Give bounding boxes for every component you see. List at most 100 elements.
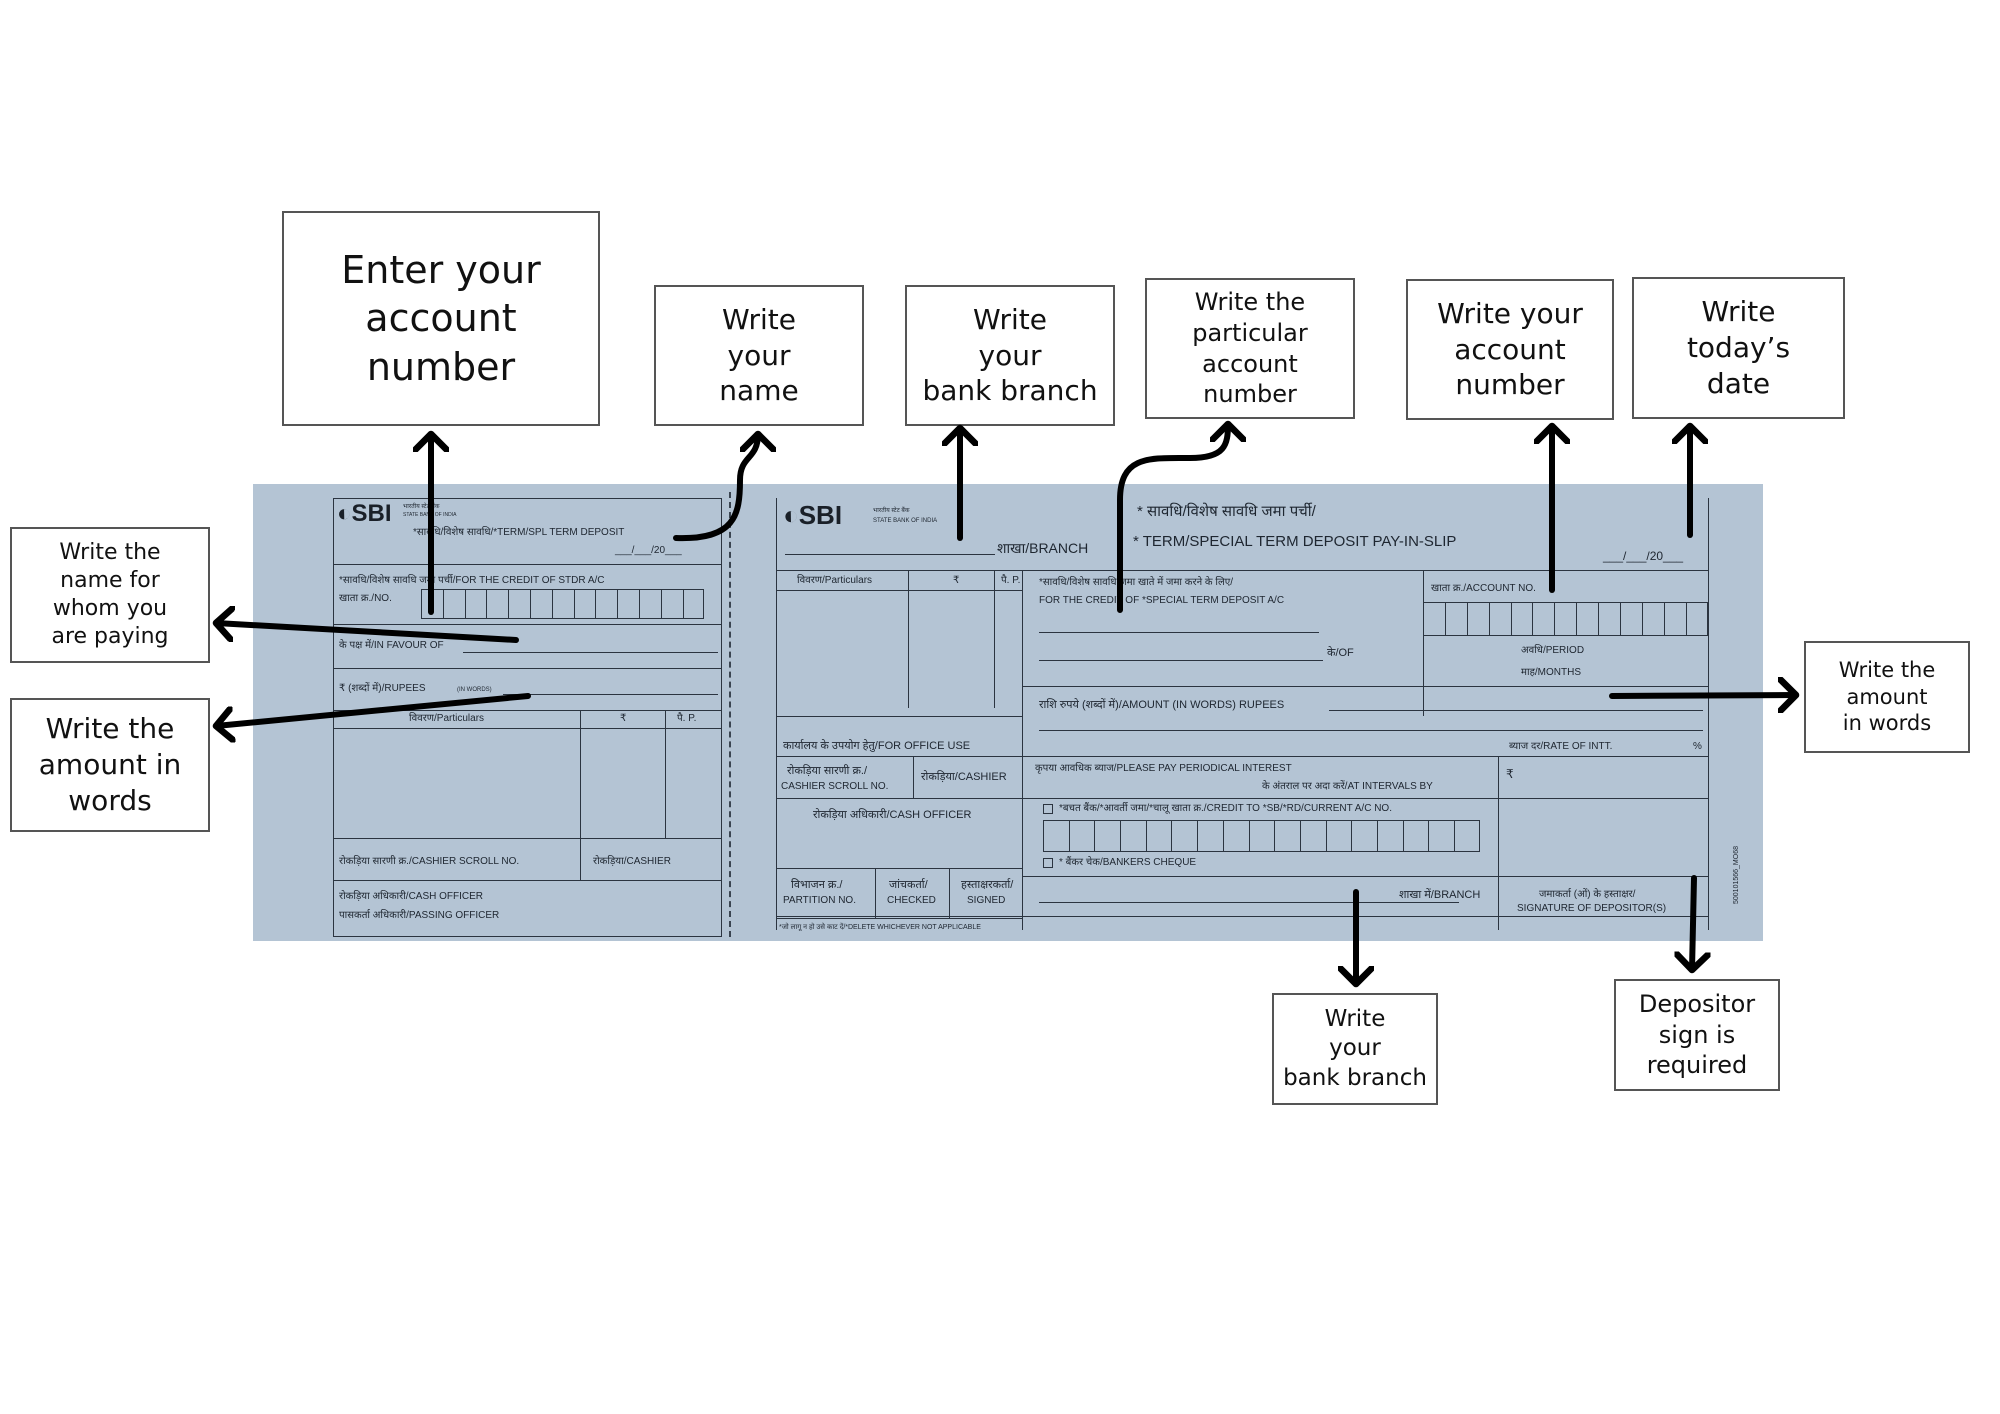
slip-rate-percent: %: [1693, 741, 1702, 752]
slip-bank-name-hi: भारतीय स्टेट बैंक: [873, 508, 910, 514]
slip-divider: [1022, 798, 1709, 799]
counterfoil-divider: [333, 624, 722, 625]
slip-office-use: कार्यालय के उपयोग हेतु/FOR OFFICE USE: [783, 740, 971, 752]
callout-line: required: [1646, 1051, 1748, 1080]
of-write-line[interactable]: [1039, 660, 1323, 661]
callout-line: Write the: [1838, 657, 1936, 682]
slip-date-field[interactable]: ___/___/20___: [1603, 549, 1684, 563]
logo-text: SBI: [798, 500, 843, 530]
slip-sbi-logo: ◐SBI: [783, 502, 842, 528]
branch-bottom-write-line[interactable]: [1039, 902, 1459, 903]
slip-bank-name-en: STATE BANK OF INDIA: [873, 518, 938, 524]
arrow-to-depositor-sign: [1692, 875, 1694, 970]
slip-col-divider: [994, 570, 995, 708]
counterfoil-date-field[interactable]: ___/___/20___: [615, 545, 682, 556]
counterfoil-cashier: रोकड़िया/CASHIER: [593, 856, 671, 867]
counterfoil-divider: [333, 564, 722, 565]
callout-line: are paying: [51, 624, 169, 650]
credit-write-line[interactable]: [1039, 632, 1319, 633]
counterfoil-credit-line: *सावधि/विशेष सावधि जमा पर्ची/FOR THE CRE…: [339, 575, 605, 586]
slip-checked-en: CHECKED: [887, 895, 936, 906]
counterfoil-account-number-boxes[interactable]: [421, 589, 705, 619]
arrow-to-amount-words-right: [1609, 695, 1796, 696]
callout-line: account: [1202, 349, 1298, 378]
slip-account-no-label: खाता क्र./ACCOUNT NO.: [1431, 583, 1536, 594]
logo-text: SBI: [351, 500, 392, 527]
callout-line: amount in: [38, 748, 182, 782]
counterfoil-account-label: खाता क्र./NO.: [339, 593, 392, 604]
branch-write-line[interactable]: [785, 554, 995, 555]
slip-period-label: अवधि/PERIOD: [1521, 645, 1585, 656]
counterfoil-favour-label: के पक्ष में/IN FAVOUR OF: [339, 640, 444, 651]
slip-credit-hi: *सावधि/विशेष सावधि जमा खाते में जमा करने…: [1039, 577, 1234, 588]
counterfoil-rs-header: ₹: [620, 713, 627, 724]
slip-credit-en: FOR THE CREDIT OF *SPECIAL TERM DEPOSIT …: [1039, 595, 1285, 606]
counterfoil-passing-officer: पासकर्ता अधिकारी/PASSING OFFICER: [339, 910, 500, 921]
slip-partition-hi: विभाजन क्र./: [791, 879, 843, 891]
rupees-write-line[interactable]: [503, 694, 718, 695]
counterfoil-border-bottom: [333, 936, 722, 937]
counterfoil-border-right: [721, 498, 722, 937]
slip-divider: [776, 570, 1709, 571]
slip-col-divider: [913, 756, 914, 798]
bankers-cheque-checkbox[interactable]: [1043, 858, 1053, 868]
slip-periodical-2: के अंतराल पर अदा करें/AT INTERVALS BY: [1262, 781, 1433, 792]
counterfoil-ps-header: पै. P.: [677, 713, 697, 724]
callout-line: Write: [973, 302, 1047, 336]
callout-line: Write: [1701, 295, 1776, 329]
slip-col-divider: [875, 868, 876, 918]
callout-line: today’s: [1686, 331, 1791, 365]
callout-line: name for: [60, 567, 160, 593]
slip-interest-rs: ₹: [1506, 767, 1514, 781]
slip-cashier-scroll-en: CASHIER SCROLL NO.: [781, 781, 889, 792]
slip-col-divider: [1498, 756, 1499, 930]
counterfoil-bank-name-hi: भारतीय स्टेट बैंक: [403, 504, 440, 510]
counterfoil-col-divider: [580, 838, 581, 880]
callout-line: Write the: [45, 712, 175, 746]
callout-line: Write your: [1437, 296, 1583, 330]
deposit-slip-image: ◐SBI भारतीय स्टेट बैंक STATE BANK OF IND…: [253, 484, 1763, 941]
callout-line: words: [68, 783, 152, 817]
amount-words-write-line[interactable]: [1329, 710, 1703, 711]
slip-months-label: माह/MONTHS: [1521, 667, 1581, 678]
favour-write-line[interactable]: [463, 652, 718, 653]
callout-line: bank branch: [922, 374, 1098, 408]
counterfoil-particulars-header: विवरण/Particulars: [409, 713, 485, 724]
slip-checked-hi: जांचकर्ता/: [889, 879, 928, 891]
callout-line: Write: [722, 302, 796, 336]
callout-line: bank branch: [1283, 1064, 1427, 1091]
slip-signed-hi: हस्ताक्षरकर्ता/: [961, 879, 1014, 891]
slip-bankers-cheque-label: * बैंकर चेक/BANKERS CHEQUE: [1059, 857, 1197, 868]
callout-line: your: [727, 338, 791, 372]
slip-divider: [776, 590, 1022, 591]
callout-line: particular: [1192, 318, 1308, 347]
callout-line: Write: [1324, 1005, 1386, 1032]
amount-words-write-line-2[interactable]: [1039, 730, 1703, 731]
callout-line: sign is: [1658, 1020, 1736, 1049]
slip-col-divider: [949, 868, 950, 918]
slip-rs-header: ₹: [953, 575, 960, 586]
callout-line: name: [719, 374, 799, 408]
sbi-logo-icon: ◐: [337, 500, 352, 527]
slip-col-divider: [1423, 570, 1424, 716]
counterfoil-border-top: [333, 498, 722, 499]
credit-to-account-boxes[interactable]: [1043, 820, 1481, 852]
slip-divider: [776, 716, 1023, 717]
arrow-to-particular-account: [1117, 424, 1228, 613]
counterfoil-divider: [333, 710, 722, 711]
counterfoil-col-divider: [665, 710, 666, 838]
slip-cash-officer: रोकड़िया अधिकारी/CASH OFFICER: [813, 809, 972, 821]
arrow-to-name: [673, 434, 758, 542]
callout-line: number: [366, 344, 516, 389]
credit-to-checkbox[interactable]: [1043, 804, 1053, 814]
slip-account-number-boxes[interactable]: [1423, 602, 1708, 636]
slip-footnote: *जो लागू न हो उसे काट दें/*DELETE WHICHE…: [779, 924, 981, 931]
callout-line: your: [978, 338, 1042, 372]
